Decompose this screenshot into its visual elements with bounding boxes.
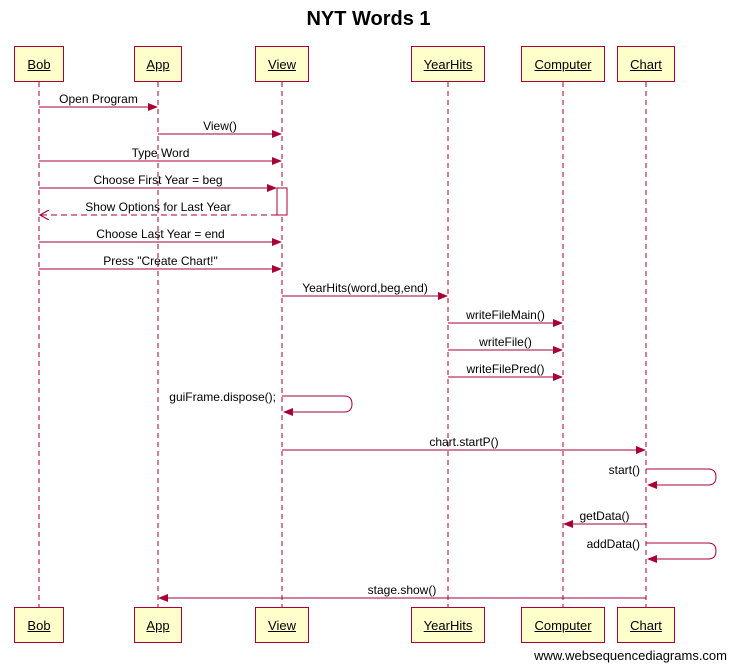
message-yearhits-word-beg-end: YearHits(word,beg,end) [282,281,448,300]
message-writefilemain: writeFileMain() [448,308,563,327]
message-label: Choose Last Year = end [96,227,224,241]
participant-computer-top: Computer [521,46,605,82]
participant-bob-top: Bob [14,46,64,82]
message-open-program: Open Program [39,92,158,111]
message-label: addData() [587,537,640,551]
message-label: Open Program [59,92,138,106]
message-start: start() [609,463,717,489]
message-label: stage.show() [368,583,437,597]
message-label: writeFilePred() [465,362,544,376]
message-label: writeFile() [478,335,532,349]
message-chart-startp: chart.startP() [282,435,646,454]
message-label: chart.startP() [429,435,498,449]
participant-computer-bottom: Computer [521,607,605,643]
message-choose-first-year-beg: Choose First Year = beg [39,173,277,192]
participant-view-bottom: View [255,607,309,643]
participant-yearhits-top: YearHits [411,46,485,82]
footer-credit: www.websequencediagrams.com [534,648,727,663]
self-arrow [282,395,353,416]
self-arrow [646,542,717,563]
message-press-create-chart: Press "Create Chart!" [39,254,282,273]
message-show-options-for-last-year: Show Options for Last Year [40,200,277,215]
message-label: Choose First Year = beg [93,173,222,187]
message-label: writeFileMain() [465,308,545,322]
message-label: Show Options for Last Year [85,200,230,214]
participant-chart-bottom: Chart [617,607,675,643]
message-adddata: addData() [587,537,717,563]
view-activation-bar [276,187,288,216]
message-type-word: Type Word [39,146,282,165]
message-label: YearHits(word,beg,end) [302,281,428,295]
participant-view-top: View [255,46,309,82]
participant-app-top: App [134,46,182,82]
message-stage-show: stage.show() [158,583,646,602]
message-getdata: getData() [563,509,646,528]
message-view: View() [158,119,282,138]
message-label: Type Word [132,146,190,160]
message-writefilepred: writeFilePred() [448,362,563,381]
participant-bob-bottom: Bob [14,607,64,643]
diagram-title: NYT Words 1 [306,8,431,30]
message-label: getData() [579,509,629,523]
message-label: start() [609,463,640,477]
participant-app-bottom: App [134,607,182,643]
self-arrow [646,468,717,489]
message-guiframe-dispose: guiFrame.dispose(); [169,390,353,416]
message-label: Press "Create Chart!" [103,254,218,268]
message-writefile: writeFile() [448,335,563,354]
message-choose-last-year-end: Choose Last Year = end [39,227,282,246]
message-label: guiFrame.dispose(); [169,390,276,404]
participant-yearhits-bottom: YearHits [411,607,485,643]
message-label: View() [203,119,237,133]
participant-chart-top: Chart [617,46,675,82]
